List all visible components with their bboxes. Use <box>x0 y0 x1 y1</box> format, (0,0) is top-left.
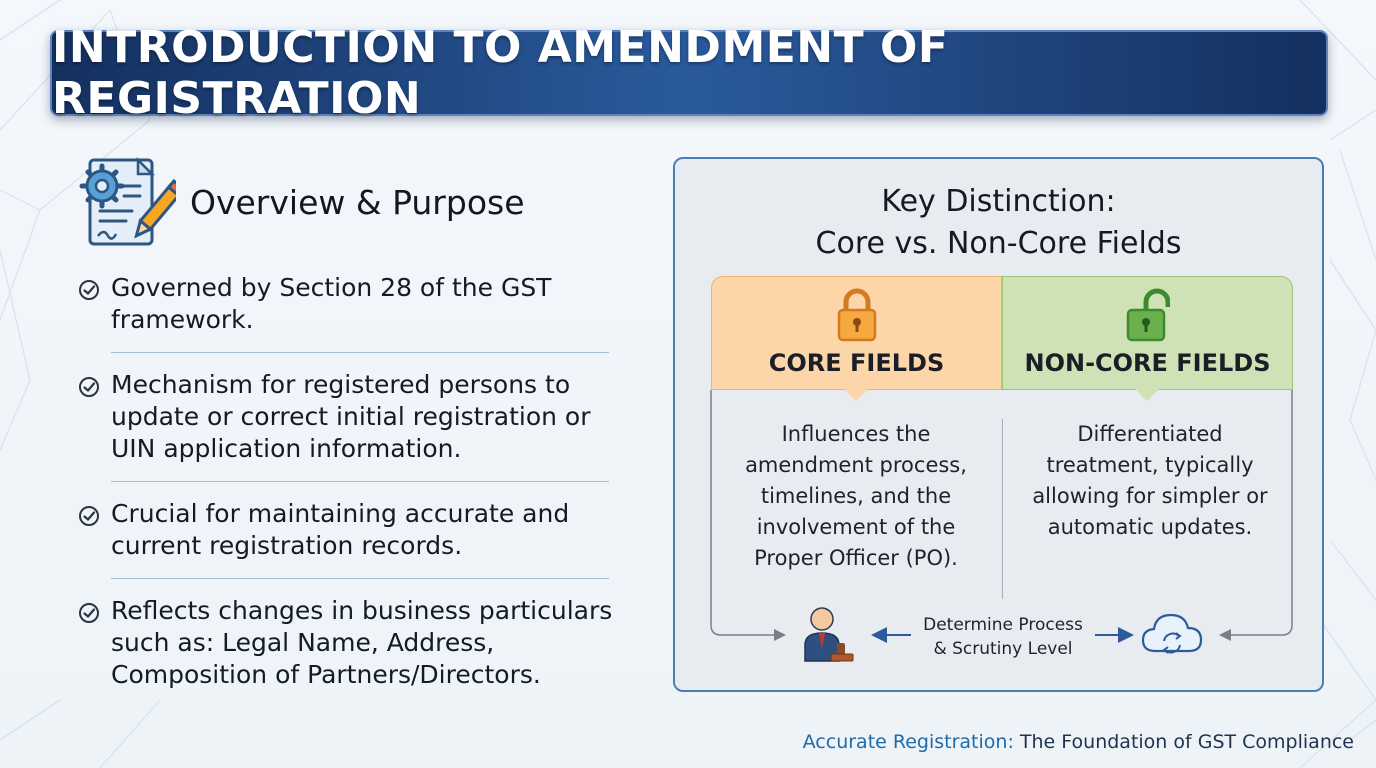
panel-title-line2: Core vs. Non-Core Fields <box>815 226 1182 261</box>
right-connector-line <box>1219 390 1293 641</box>
core-fields-description: Influences the amendment process, timeli… <box>745 422 967 570</box>
process-flow-graphic <box>710 390 1293 662</box>
overview-bullet-list: Governed by Section 28 of the GST framew… <box>78 272 638 691</box>
divider <box>111 481 609 482</box>
footer-rest: The Foundation of GST Compliance <box>1013 731 1354 753</box>
divider <box>111 352 609 353</box>
key-distinction-panel: Key Distinction: Core vs. Non-Core Field… <box>673 157 1324 692</box>
check-circle-icon <box>79 506 99 526</box>
footer-highlight: Accurate Registration: <box>802 731 1014 753</box>
panel-title-line1: Key Distinction: <box>881 184 1116 219</box>
list-item: Crucial for maintaining accurate and cur… <box>78 498 638 562</box>
determine-process-label: Determine Process & Scrutiny Level <box>911 613 1095 661</box>
panel-title: Key Distinction: Core vs. Non-Core Field… <box>675 181 1322 265</box>
core-fields-label: CORE FIELDS <box>768 349 945 377</box>
title-banner: INTRODUCTION TO AMENDMENT OF REGISTRATIO… <box>50 22 1328 124</box>
column-divider <box>1002 419 1003 599</box>
check-circle-icon <box>79 603 99 623</box>
noncore-header-pointer <box>1133 387 1161 401</box>
process-line2: & Scrutiny Level <box>933 639 1073 659</box>
cloud-sync-icon <box>1141 613 1203 654</box>
overview-heading: Overview & Purpose <box>190 183 525 222</box>
process-line1: Determine Process <box>923 615 1083 635</box>
document-gear-pencil-icon <box>79 156 176 246</box>
bullet-text: Crucial for maintaining accurate and cur… <box>111 499 570 560</box>
officer-stamp-icon <box>804 607 854 662</box>
left-connector-line <box>710 390 786 641</box>
check-circle-icon <box>79 280 99 300</box>
locked-padlock-icon <box>837 288 876 342</box>
unlocked-padlock-icon <box>1126 288 1170 342</box>
list-item: Mechanism for registered persons to upda… <box>78 369 638 465</box>
bullet-text: Mechanism for registered persons to upda… <box>111 370 591 463</box>
divider <box>111 578 609 579</box>
bullet-text: Governed by Section 28 of the GST framew… <box>111 273 552 334</box>
list-item: Reflects changes in business particulars… <box>78 595 638 691</box>
list-item: Governed by Section 28 of the GST framew… <box>78 272 638 336</box>
core-header-pointer <box>842 387 870 401</box>
bullet-text: Reflects changes in business particulars… <box>111 596 613 689</box>
page-title: INTRODUCTION TO AMENDMENT OF REGISTRATIO… <box>52 22 949 124</box>
check-circle-icon <box>79 377 99 397</box>
footer-tagline: Accurate Registration: The Foundation of… <box>803 731 1354 753</box>
noncore-fields-label: NON-CORE FIELDS <box>1024 349 1271 377</box>
noncore-fields-description: Differentiated treatment, typically allo… <box>1032 422 1268 539</box>
core-fields-header: CORE FIELDS <box>711 276 1002 390</box>
